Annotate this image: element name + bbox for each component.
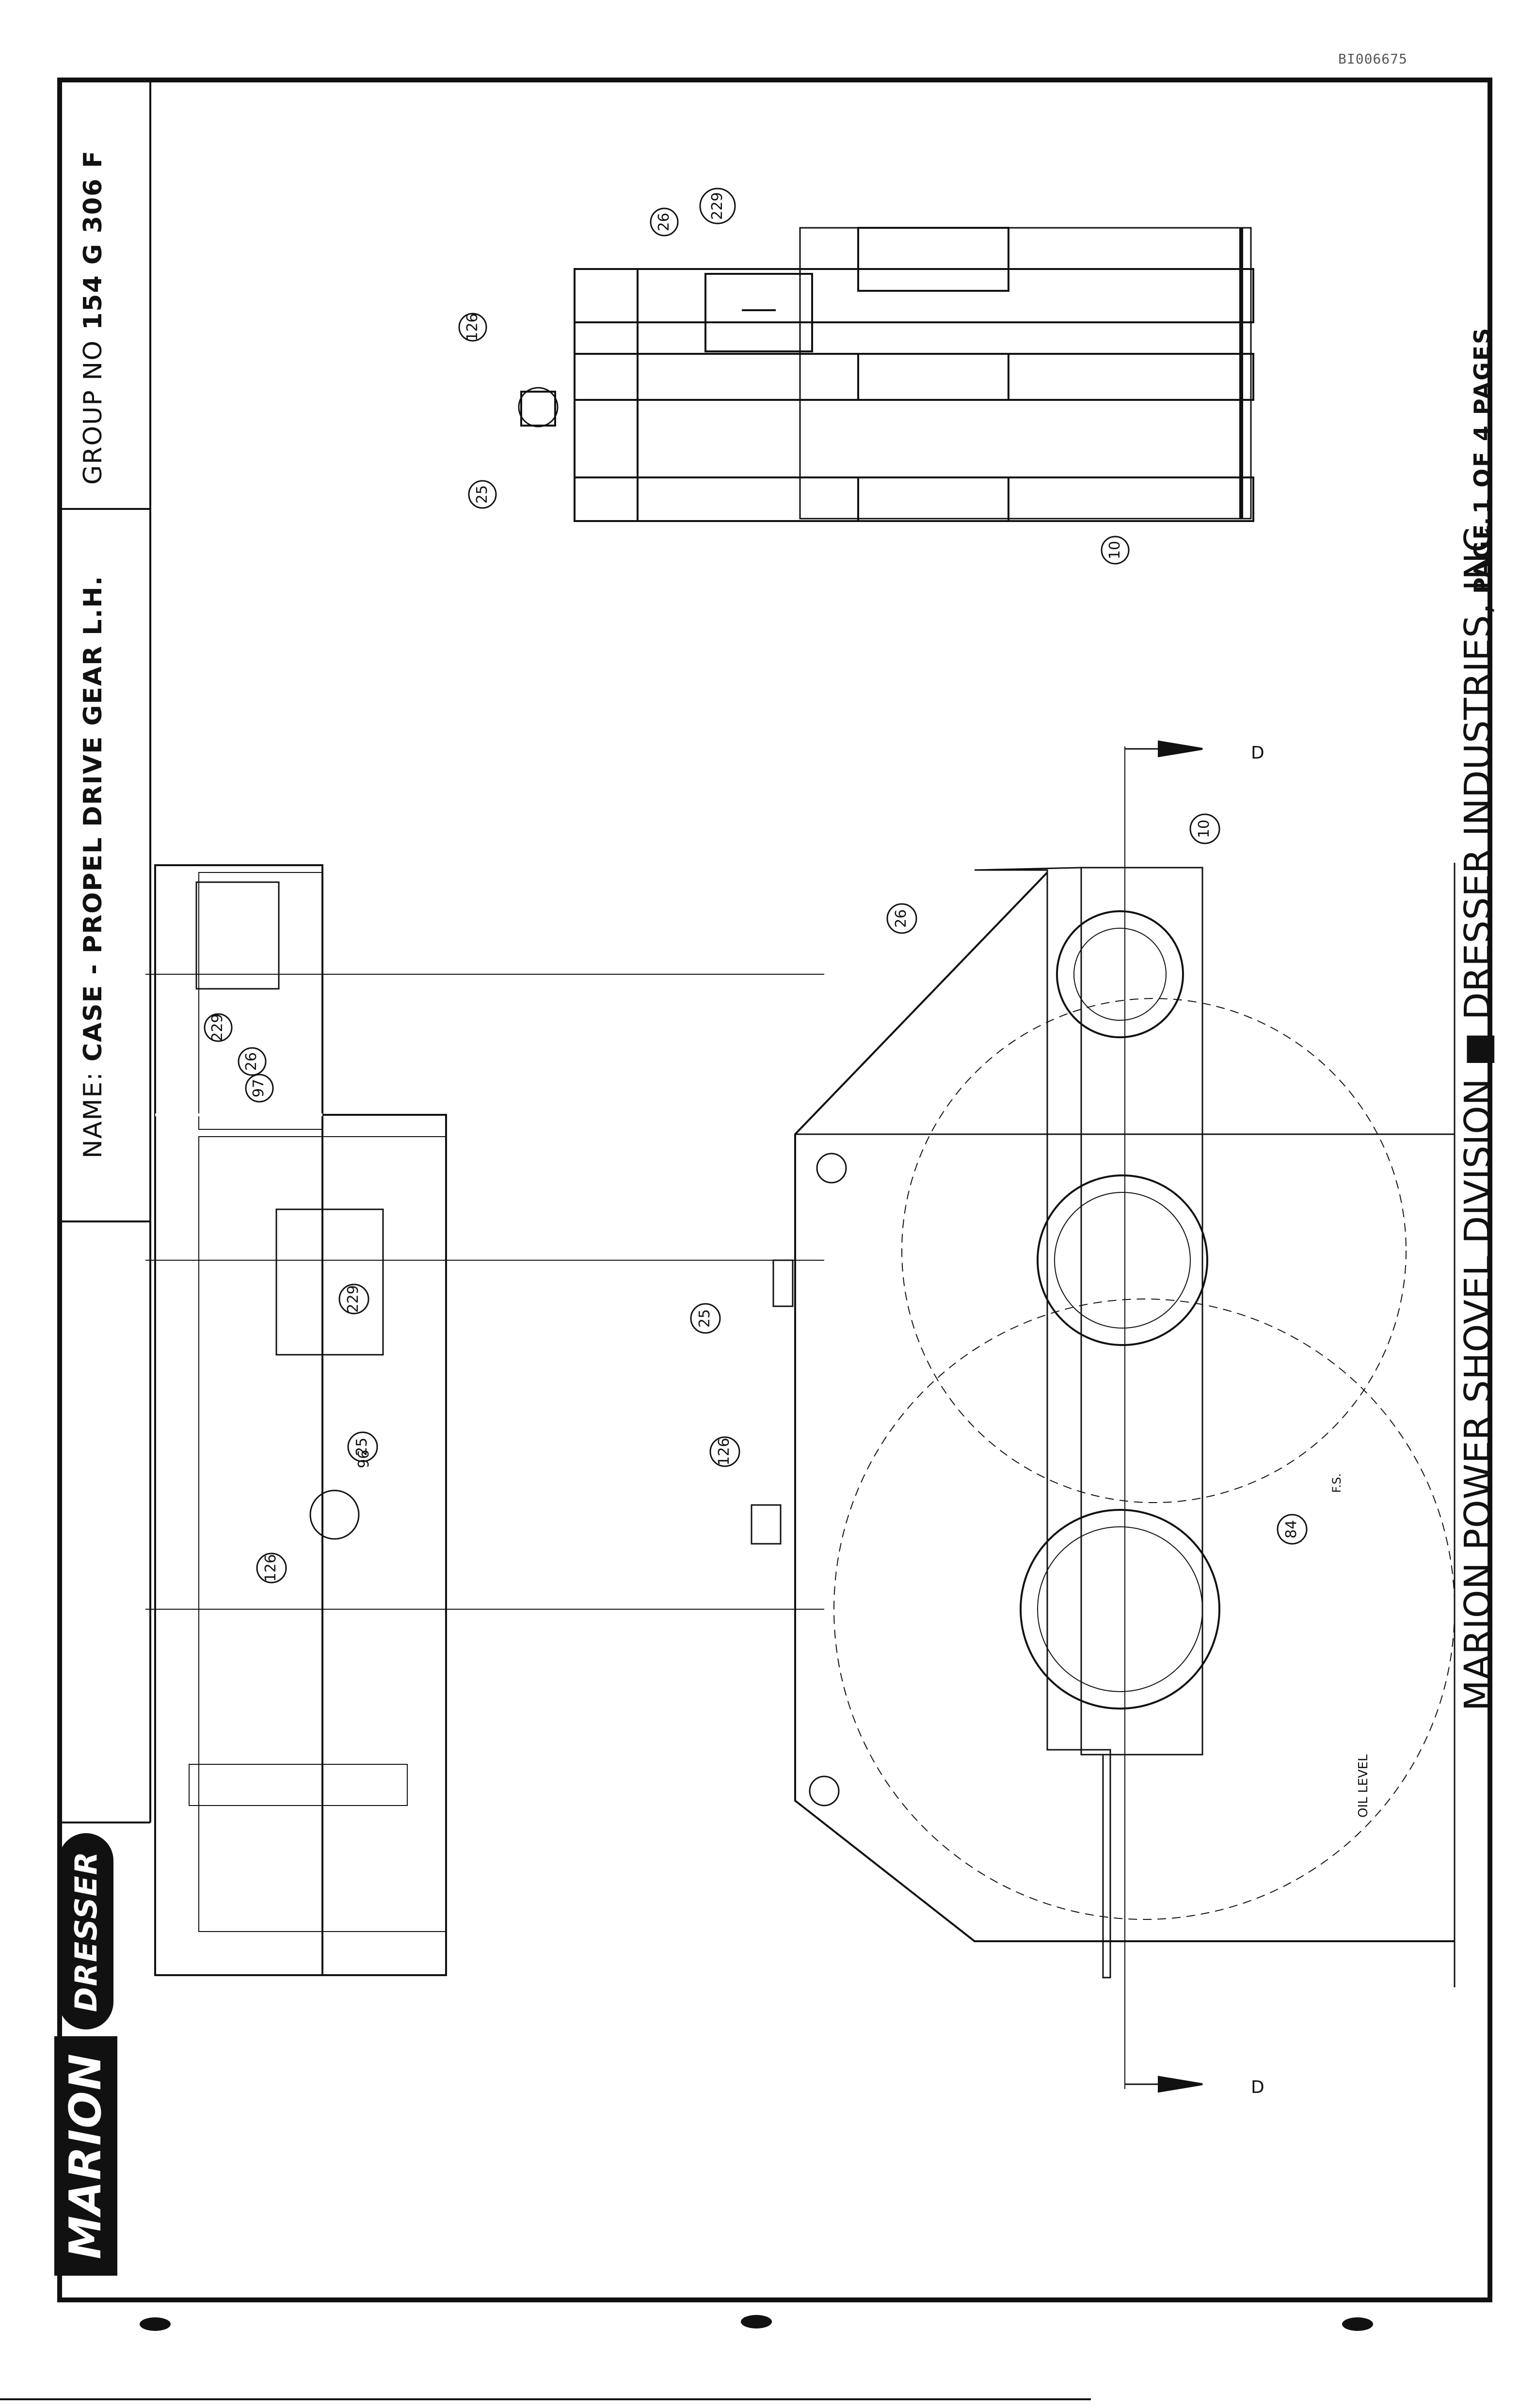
callout-top-229: 229	[209, 1014, 226, 1041]
callout-top-97: 97	[250, 1079, 267, 1097]
top-view	[145, 864, 824, 1976]
callout-side-229: 229	[709, 192, 726, 220]
callouts-main	[690, 813, 1308, 1545]
callout-top-126: 126	[262, 1554, 279, 1582]
section-marker-bottom: D	[1251, 2077, 1264, 2097]
callout-side-26: 26	[656, 213, 672, 231]
oil-level-label: OIL LEVEL	[1356, 1754, 1371, 1818]
callout-main-26: 26	[893, 909, 910, 928]
callout-side-126: 126	[464, 313, 481, 341]
callout-main-126: 126	[716, 1438, 733, 1465]
drawing-frame	[57, 78, 1492, 2302]
callout-main-10: 10	[1196, 820, 1213, 838]
fs-label: F.S.	[1330, 1473, 1344, 1493]
main-view	[751, 740, 1456, 2093]
callout-top-25: 25	[353, 1438, 370, 1456]
callout-side-25: 25	[474, 485, 491, 504]
callout-main-84: 84	[1283, 1520, 1300, 1538]
callouts-top	[204, 1013, 378, 1584]
callout-top-229b: 229	[345, 1285, 362, 1313]
document-id: BI006675	[1338, 51, 1408, 67]
side-view	[518, 227, 1254, 522]
callouts-side	[458, 188, 1130, 565]
section-marker-top: D	[1251, 743, 1264, 763]
callout-top-96: 96	[355, 1450, 372, 1468]
callout-top-26: 26	[243, 1052, 260, 1071]
callout-main-25: 25	[696, 1309, 713, 1328]
callout-side-10: 10	[1106, 541, 1123, 559]
scan-marks	[140, 2315, 1373, 2331]
